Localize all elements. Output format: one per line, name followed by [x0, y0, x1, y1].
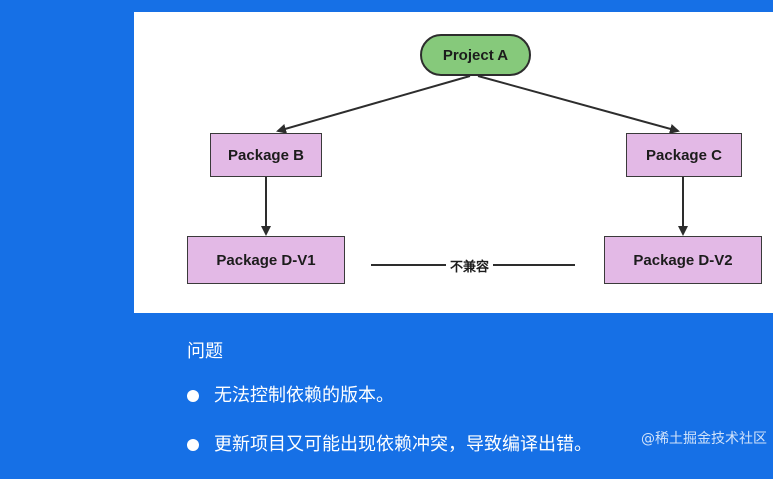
package-d-v2-node: Package D-V2	[604, 236, 762, 284]
problems-heading: 问题	[187, 341, 223, 362]
edge-a-to-c	[477, 75, 680, 134]
package-c-node: Package C	[626, 133, 742, 177]
list-item-text: 无法控制依赖的版本。	[214, 385, 394, 406]
watermark: @稀土掘金技术社区	[641, 431, 767, 447]
package-b-node: Package B	[210, 133, 322, 177]
conflict-label: 不兼容	[446, 256, 494, 275]
project-a-node: Project A	[420, 34, 531, 76]
package-d-v1-node: Package D-V1	[187, 236, 345, 284]
list-item: 无法控制依赖的版本。	[187, 381, 592, 410]
bullet-icon	[187, 390, 199, 402]
bullet-icon	[187, 439, 199, 451]
list-item-text: 更新项目又可能出现依赖冲突，导致编译出错。	[214, 434, 592, 455]
edge-a-to-b	[276, 75, 471, 134]
list-item: 更新项目又可能出现依赖冲突，导致编译出错。	[187, 430, 592, 459]
problems-list: 无法控制依赖的版本。 更新项目又可能出现依赖冲突，导致编译出错。	[187, 381, 592, 479]
dependency-diagram: Project A Package B Package C Package D-…	[134, 12, 773, 313]
